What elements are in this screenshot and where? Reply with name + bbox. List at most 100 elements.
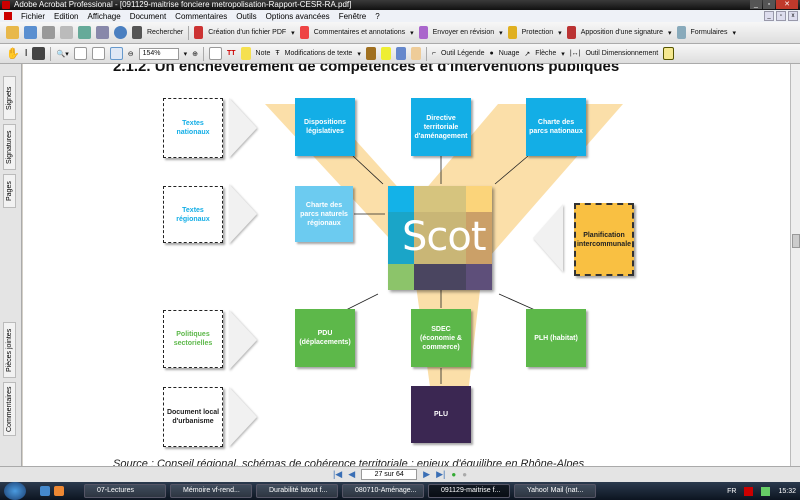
scot-label: Scot: [402, 214, 487, 260]
menu-fichier[interactable]: Fichier: [21, 11, 46, 21]
comments-icon: [299, 26, 309, 39]
main-toolbar: Rechercher Création d'un fichier PDF▾ Co…: [0, 22, 800, 44]
previous-page-icon[interactable]: ◀: [348, 469, 356, 479]
first-page-icon[interactable]: |◀: [332, 469, 343, 479]
lock-icon: [507, 26, 517, 39]
task-acrobat[interactable]: 091129-maitrise f...: [428, 484, 510, 498]
arrow-button[interactable]: Flèche: [535, 50, 557, 57]
antivirus-icon[interactable]: [744, 486, 754, 496]
select-tool-icon[interactable]: I: [24, 48, 28, 59]
label-politiques-sectorielles: Politiques sectorielles: [163, 310, 223, 368]
taskbar: 07-Lectures Mémoire vf-rend... Durabilit…: [0, 482, 800, 500]
attach-icon[interactable]: [96, 26, 109, 39]
doc-restore-button[interactable]: ▫: [776, 11, 786, 21]
zoom-level-field[interactable]: 154%: [138, 47, 179, 60]
quicklaunch-icon[interactable]: [40, 486, 50, 496]
zoom-in-icon[interactable]: ⊕: [192, 50, 198, 58]
task-memoire[interactable]: Mémoire vf-rend...: [170, 484, 252, 498]
create-pdf-button[interactable]: Création d'un fichier PDF: [208, 29, 287, 36]
search-button[interactable]: Rechercher: [147, 29, 184, 36]
menu-commentaires[interactable]: Commentaires: [175, 11, 228, 21]
stamp-icon[interactable]: [365, 47, 376, 60]
attach-file-icon[interactable]: [395, 47, 406, 60]
dimension-button[interactable]: Outil Dimensionnement: [585, 50, 659, 57]
box-dispositions-legislatives: Dispositions législatives: [295, 98, 355, 156]
email-icon[interactable]: [78, 26, 91, 39]
go-forward-icon[interactable]: ●: [462, 470, 468, 479]
review-button[interactable]: Envoyer en révision: [432, 29, 495, 36]
text-edits-button[interactable]: Modifications de texte: [284, 50, 353, 57]
menu-fenetre[interactable]: Fenêtre: [338, 11, 367, 21]
edit-toolbar: ✋ I 🔍▾ ⊖ 154%▾ ⊕ TT Note Ŧ Modifications…: [0, 44, 800, 64]
fit-width-icon[interactable]: [109, 47, 123, 60]
go-back-icon[interactable]: ●: [451, 470, 457, 479]
fit-page-icon[interactable]: [91, 47, 105, 60]
zoom-tool-icon[interactable]: 🔍▾: [56, 50, 69, 58]
open-icon[interactable]: [6, 26, 19, 39]
minimize-button[interactable]: _: [750, 0, 762, 9]
protection-button[interactable]: Protection: [521, 29, 554, 36]
menu-options-avancees[interactable]: Options avancées: [265, 11, 330, 21]
rotate-icon[interactable]: [208, 47, 222, 60]
print-icon[interactable]: [60, 26, 73, 39]
callout-button[interactable]: Outil Légende: [440, 50, 485, 57]
tab-commentaires[interactable]: Commentaires: [3, 382, 16, 436]
textbox-icon[interactable]: [663, 47, 675, 60]
task-yahoo-mail[interactable]: Yahoo! Mail (nat...: [514, 484, 596, 498]
touchup-icon[interactable]: TT: [226, 50, 236, 57]
signature-button[interactable]: Apposition d'une signature: [580, 29, 663, 36]
comments-button[interactable]: Commentaires et annotations: [313, 29, 406, 36]
snapshot-icon[interactable]: [32, 47, 46, 60]
vertical-scrollbar[interactable]: [790, 64, 800, 466]
clock[interactable]: 15:32: [778, 487, 796, 495]
note-button[interactable]: Note: [255, 50, 271, 57]
chevron-arrow-icon: [533, 204, 563, 272]
doc-minimize-button[interactable]: _: [764, 11, 774, 21]
firefox-icon[interactable]: [54, 486, 64, 496]
tab-pieces-jointes[interactable]: Pièces jointes: [3, 322, 16, 378]
restore-button[interactable]: ▫: [763, 0, 775, 9]
label-textes-nationaux: Textes nationaux: [163, 98, 223, 158]
menu-help[interactable]: ?: [375, 11, 380, 21]
tab-pages[interactable]: Pages: [3, 174, 16, 208]
dimension-icon: |↔|: [569, 50, 581, 57]
highlight-icon[interactable]: [380, 47, 391, 60]
note-icon: [240, 47, 251, 60]
chevron-arrow-icon: [229, 387, 257, 447]
web-icon[interactable]: [114, 26, 127, 39]
menu-affichage[interactable]: Affichage: [87, 11, 121, 21]
scot-block: Scot: [388, 186, 492, 290]
actual-size-icon[interactable]: [73, 47, 87, 60]
chevron-arrow-icon: [229, 310, 257, 370]
tab-signatures[interactable]: Signatures: [3, 124, 16, 170]
save-icon[interactable]: [42, 26, 55, 39]
menu-document[interactable]: Document: [129, 11, 167, 21]
navigation-panel: Signets Signatures Pages Pièces jointes …: [0, 64, 22, 466]
hand-tool-icon[interactable]: ✋: [6, 48, 20, 60]
menu-edition[interactable]: Edition: [54, 11, 79, 21]
start-button[interactable]: [4, 482, 26, 500]
zoom-out-icon[interactable]: ⊖: [127, 50, 134, 58]
doc-close-button[interactable]: x: [788, 11, 798, 21]
organizer-icon[interactable]: [24, 26, 37, 39]
show-comments-icon[interactable]: [410, 47, 421, 60]
scrollbar-thumb[interactable]: [792, 234, 800, 248]
forms-icon: [676, 26, 686, 39]
document-page: 2.1.2. Un enchevêtrement de compétences …: [23, 64, 790, 466]
task-durabilite[interactable]: Durabilité latout f...: [256, 484, 338, 498]
next-page-icon[interactable]: ▶: [423, 469, 431, 479]
close-button[interactable]: ✕: [776, 0, 798, 9]
box-charte-parcs-nationaux: Charte des parcs nationaux: [526, 98, 586, 156]
forms-button[interactable]: Formulaires: [690, 29, 728, 36]
last-page-icon[interactable]: ▶|: [436, 469, 446, 479]
page-number-field[interactable]: 27 sur 64: [361, 469, 418, 480]
network-icon[interactable]: [761, 486, 771, 496]
cloud-button[interactable]: Nuage: [498, 50, 520, 57]
language-indicator[interactable]: FR: [727, 487, 737, 495]
task-amenagement[interactable]: 080710-Aménage...: [342, 484, 424, 498]
tab-signets[interactable]: Signets: [3, 76, 16, 120]
acrobat-logo-icon: [2, 1, 10, 9]
task-07-lectures[interactable]: 07-Lectures: [84, 484, 166, 498]
system-tray: FR 15:32: [727, 482, 796, 500]
menu-outils[interactable]: Outils: [236, 11, 257, 21]
